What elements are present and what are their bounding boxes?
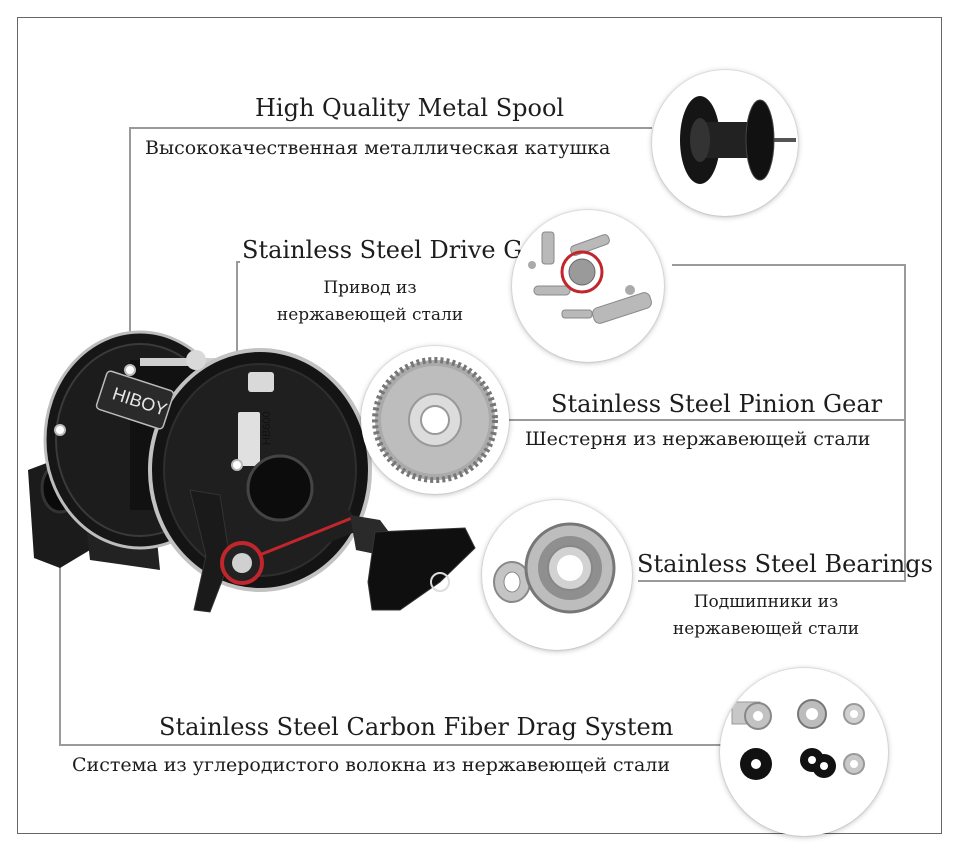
bearings-subtitle-line1: Подшипники из [693, 592, 839, 612]
bearings-photo [482, 500, 632, 650]
drag-marker-dot [54, 424, 66, 436]
image-frame [17, 17, 942, 834]
drive-gear-subtitle-line1: Привод из [323, 278, 417, 298]
drag-washers-photo [720, 668, 888, 836]
fishing-reel-image: HIBOY HB600 [28, 330, 476, 613]
drag-system-title: Stainless Steel Carbon Fiber Drag System [159, 713, 674, 741]
spool-subtitle: Высококачественная металлическая катушка [145, 137, 611, 159]
drive-gear-photo [512, 210, 664, 362]
spool-connector [129, 127, 652, 365]
pinion-gear-photo [361, 346, 509, 494]
drive-gear-subtitle-line2: нержавеющей стали [276, 305, 464, 325]
spool-marker-dot [124, 364, 136, 376]
bearings-connector [638, 264, 906, 582]
drag-system-subtitle: Система из углеродистого волокна из нерж… [72, 754, 671, 776]
drive-gear-title: Stainless Steel Drive Gear [242, 236, 563, 264]
drive-gear-subtitle: Привод из нержавеющей стали [270, 275, 470, 329]
drive-gear-marker-dot [231, 459, 243, 471]
spool-photo [652, 70, 798, 216]
pinion-gear-subtitle: Шестерня из нержавеющей стали [525, 428, 871, 450]
bearings-subtitle-line2: нержавеющей стали [672, 619, 860, 639]
bearings-title: Stainless Steel Bearings [637, 550, 933, 578]
spool-title: High Quality Metal Spool [255, 94, 565, 122]
drag-lever [189, 489, 231, 613]
reel-handle [220, 510, 476, 611]
bearings-subtitle: Подшипники из нержавеющей стали [666, 589, 866, 643]
reel-side-text: HB600 [261, 411, 273, 445]
pinion-gear-title: Stainless Steel Pinion Gear [551, 390, 883, 418]
